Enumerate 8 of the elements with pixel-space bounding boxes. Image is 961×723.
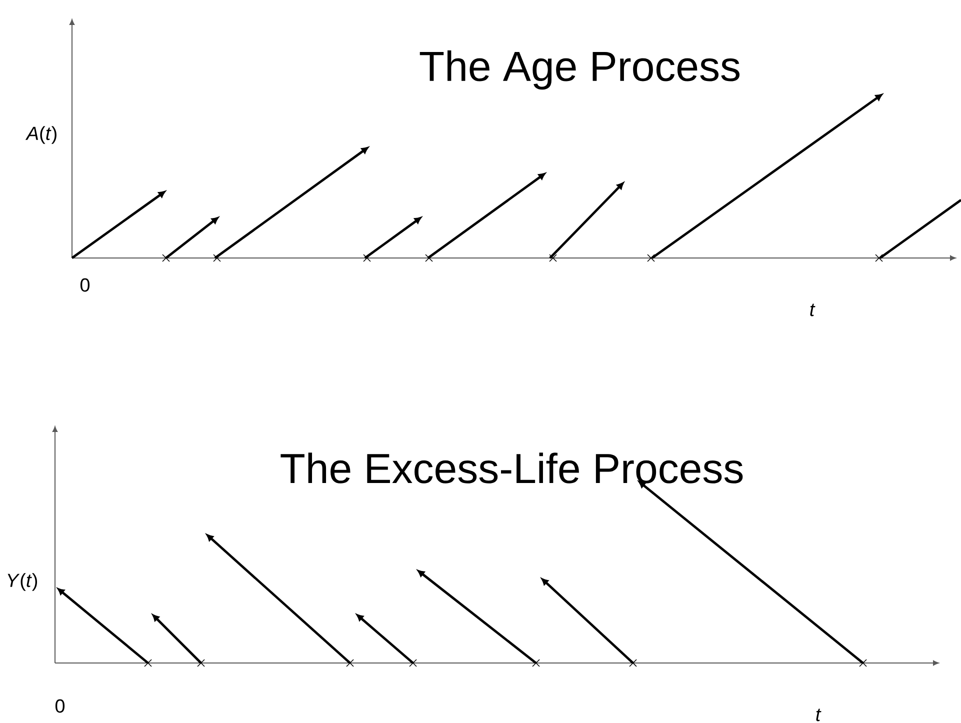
axis-label: t — [816, 708, 822, 722]
axis-label: t — [810, 304, 816, 316]
plot-title: The Excess-Life Process — [280, 452, 743, 484]
origin-label: 0 — [80, 278, 90, 292]
origin-label: 0 — [55, 699, 65, 713]
axis-label: Y(t) — [8, 573, 38, 591]
plot-title: The Age Process — [420, 50, 740, 90]
axis-label: A(t) — [25, 126, 56, 144]
